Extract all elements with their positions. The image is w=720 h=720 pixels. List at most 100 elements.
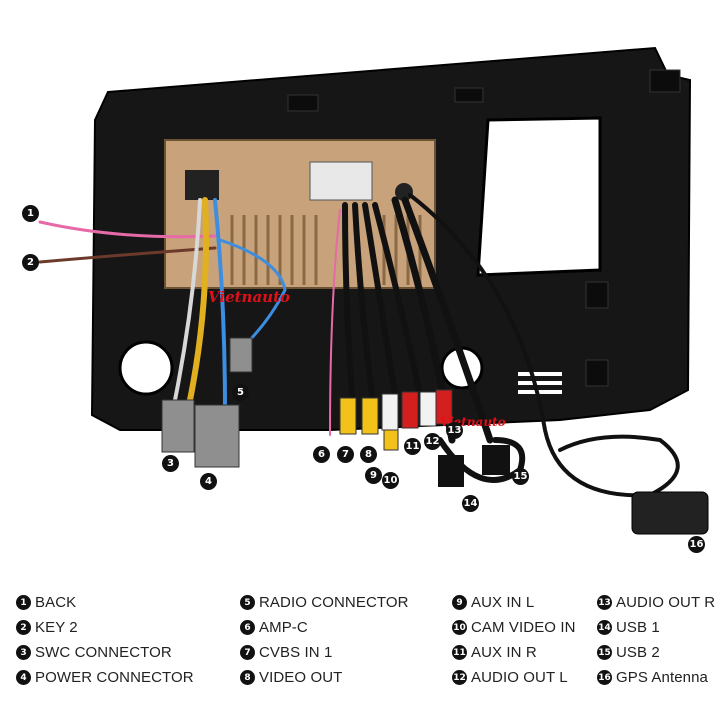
wire-bundle-3 bbox=[362, 202, 398, 398]
legend-label: USB 1 bbox=[616, 619, 660, 636]
legend-label: USB 2 bbox=[616, 644, 660, 661]
legend-label: CAM VIDEO IN bbox=[471, 619, 576, 636]
rca-audio-out-l bbox=[419, 391, 437, 427]
callout-13: 13 bbox=[446, 422, 463, 439]
rca-video-out bbox=[361, 397, 379, 435]
wire-amp bbox=[329, 209, 341, 436]
legend-item: 13 AUDIO OUT R bbox=[597, 590, 715, 615]
usb-plug-1 bbox=[438, 455, 464, 487]
wire-bundle-2 bbox=[352, 202, 375, 398]
rca-cvbs-in1 bbox=[339, 397, 357, 435]
legend-column-1: 1 BACK 2 KEY 2 3 SWC CONNECTOR 4 POWER CONNE… bbox=[16, 590, 194, 690]
legend-label: POWER CONNECTOR bbox=[35, 669, 194, 686]
rca-audio-out-r bbox=[435, 389, 453, 425]
wire-bundle-1 bbox=[342, 202, 355, 398]
rca-plugs bbox=[339, 389, 453, 451]
wire-radio bbox=[218, 238, 287, 347]
legend-label: KEY 2 bbox=[35, 619, 78, 636]
legend-number: 1 bbox=[16, 595, 31, 610]
wire-back bbox=[38, 220, 217, 239]
legend-label: AMP-C bbox=[259, 619, 308, 636]
legend-number: 7 bbox=[240, 645, 255, 660]
legend-number: 3 bbox=[16, 645, 31, 660]
legend-number: 11 bbox=[452, 645, 467, 660]
swc-connector-body bbox=[161, 399, 195, 453]
legend-item: 12 AUDIO OUT L bbox=[452, 665, 576, 690]
wiring-diagram bbox=[38, 46, 709, 535]
legend-label: SWC CONNECTOR bbox=[35, 644, 172, 661]
legend-label: AUDIO OUT L bbox=[471, 669, 568, 686]
legend-number: 10 bbox=[452, 620, 467, 635]
legend-label: AUX IN R bbox=[471, 644, 537, 661]
radio-connector-body bbox=[229, 337, 253, 373]
legend-number: 9 bbox=[452, 595, 467, 610]
callout-12: 12 bbox=[424, 433, 441, 450]
connector-block-right bbox=[309, 161, 373, 201]
legend-number: 8 bbox=[240, 670, 255, 685]
callout-5: 5 bbox=[232, 384, 249, 401]
gps-antenna-body bbox=[631, 491, 709, 535]
callout-16: 16 bbox=[688, 536, 705, 553]
legend-item: 8 VIDEO OUT bbox=[240, 665, 409, 690]
callout-11: 11 bbox=[404, 438, 421, 455]
legend-label: GPS Antenna bbox=[616, 669, 709, 686]
callout-4: 4 bbox=[200, 473, 217, 490]
legend-number: 13 bbox=[597, 595, 612, 610]
legend-item: 9 AUX IN L bbox=[452, 590, 576, 615]
rca-aux-in-r bbox=[401, 391, 419, 429]
callout-10: 10 bbox=[382, 472, 399, 489]
power-connector-body bbox=[194, 404, 240, 468]
callout-14: 14 bbox=[462, 495, 479, 512]
legend-label: AUDIO OUT R bbox=[616, 594, 716, 611]
callout-1: 1 bbox=[22, 205, 39, 222]
usb-plug-2 bbox=[482, 445, 510, 475]
legend-number: 6 bbox=[240, 620, 255, 635]
watermark-1: Vietnauto bbox=[208, 288, 291, 306]
legend-item: 5 RADIO CONNECTOR bbox=[240, 590, 409, 615]
legend-label: AUX IN L bbox=[471, 594, 535, 611]
wire-harness bbox=[187, 197, 209, 403]
wire-harness-2 bbox=[213, 198, 227, 412]
frame-slots bbox=[518, 372, 562, 394]
callout-15: 15 bbox=[512, 468, 529, 485]
legend-item: 3 SWC CONNECTOR bbox=[16, 640, 194, 665]
legend-number: 14 bbox=[597, 620, 612, 635]
callout-8: 8 bbox=[360, 446, 377, 463]
legend-number: 2 bbox=[16, 620, 31, 635]
legend-number: 4 bbox=[16, 670, 31, 685]
legend-item: 7 CVBS IN 1 bbox=[240, 640, 409, 665]
legend-item: 6 AMP-C bbox=[240, 615, 409, 640]
legend-label: RADIO CONNECTOR bbox=[259, 594, 409, 611]
legend-item: 11 AUX IN R bbox=[452, 640, 576, 665]
mounting-tabs bbox=[287, 69, 681, 387]
wire-gps bbox=[408, 193, 680, 498]
legend-column-3: 9 AUX IN L 10 CAM VIDEO IN 11 AUX IN R 12 AU… bbox=[452, 590, 576, 690]
callout-9: 9 bbox=[365, 467, 382, 484]
antenna-jack bbox=[395, 183, 413, 201]
callout-6: 6 bbox=[313, 446, 330, 463]
wire-bundle-4 bbox=[372, 202, 423, 398]
legend-number: 16 bbox=[597, 670, 612, 685]
legend-number: 12 bbox=[452, 670, 467, 685]
wire-key2 bbox=[38, 246, 217, 264]
callout-7: 7 bbox=[337, 446, 354, 463]
legend-number: 5 bbox=[240, 595, 255, 610]
legend-label: VIDEO OUT bbox=[259, 669, 343, 686]
rca-cam-video-in bbox=[383, 429, 399, 451]
legend-item: 16 GPS Antenna bbox=[597, 665, 715, 690]
rca-aux-in-l bbox=[381, 393, 399, 431]
legend-column-2: 5 RADIO CONNECTOR 6 AMP-C 7 CVBS IN 1 8 VIDE… bbox=[240, 590, 409, 690]
callout-3: 3 bbox=[162, 455, 179, 472]
legend-number: 15 bbox=[597, 645, 612, 660]
wire-usb-2 bbox=[401, 196, 494, 444]
legend-item: 15 USB 2 bbox=[597, 640, 715, 665]
callout-2: 2 bbox=[22, 254, 39, 271]
legend-label: BACK bbox=[35, 594, 77, 611]
frame-vent-left bbox=[118, 340, 174, 396]
legend-label: CVBS IN 1 bbox=[259, 644, 333, 661]
legend-item: 2 KEY 2 bbox=[16, 615, 194, 640]
legend-item: 1 BACK bbox=[16, 590, 194, 615]
legend-item: 10 CAM VIDEO IN bbox=[452, 615, 576, 640]
legend-column-4: 13 AUDIO OUT R 14 USB 1 15 USB 2 16 GPS Ante… bbox=[597, 590, 715, 690]
wire-harness-3 bbox=[173, 198, 202, 402]
